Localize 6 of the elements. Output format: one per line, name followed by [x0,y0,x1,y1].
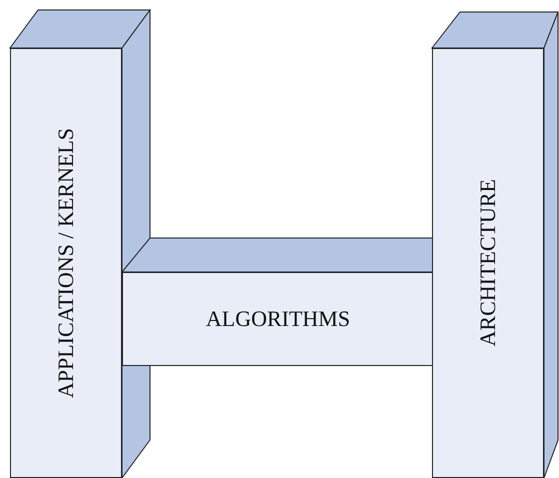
crossbar-block [122,272,434,366]
block-label: ALGORITHMS [206,306,350,332]
pillar-block [432,48,544,478]
block-label: APPLICATIONS / KERNELS [53,128,79,398]
pillar-block [10,48,122,478]
block-label: ARCHITECTURE [475,179,501,347]
